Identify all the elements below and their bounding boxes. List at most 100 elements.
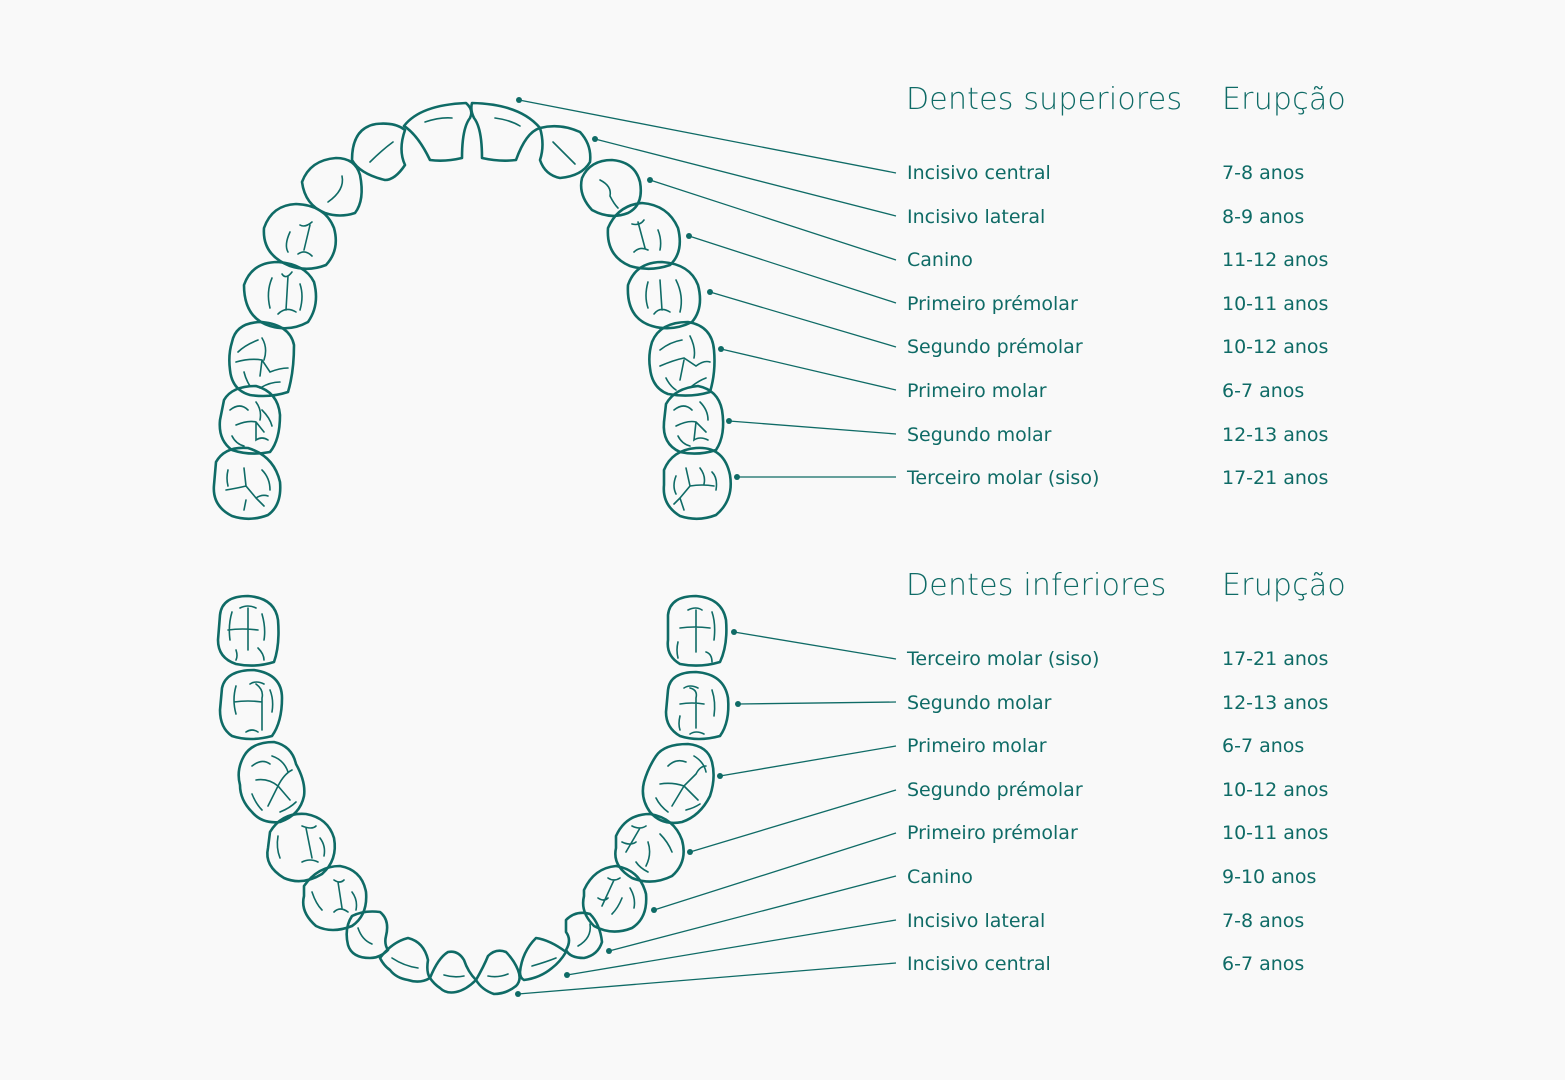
upper-leader-line bbox=[594, 138, 897, 217]
lower-right-central-incisor-icon bbox=[428, 950, 478, 994]
lower-tooth-eruption: 6-7 anos bbox=[1222, 953, 1305, 976]
upper-leader-dot bbox=[647, 177, 653, 183]
lower-tooth-name: Segundo prémolar bbox=[907, 778, 1083, 801]
lower-right-second-premolar-icon bbox=[266, 812, 337, 883]
lower-leader-line bbox=[689, 789, 897, 853]
lower-tooth-eruption: 17-21 anos bbox=[1222, 648, 1329, 670]
upper-right-first-molar-icon bbox=[228, 320, 296, 398]
upper-leader-line bbox=[688, 235, 897, 304]
lower-left-first-premolar-icon bbox=[581, 864, 648, 933]
upper-tooth-name: Segundo molar bbox=[907, 423, 1052, 446]
upper-tooth-name: Incisivo central bbox=[907, 162, 1051, 184]
lower-right-first-premolar-icon bbox=[301, 864, 368, 932]
lower-arch bbox=[216, 594, 730, 996]
upper-leader-dot bbox=[516, 97, 522, 103]
upper-right-second-premolar-icon bbox=[242, 260, 318, 330]
upper-right-central-incisor-icon bbox=[402, 101, 473, 162]
upper-leader-line bbox=[518, 99, 897, 174]
lower-leader-dot bbox=[717, 773, 723, 779]
upper-left-third-molar-icon bbox=[662, 446, 732, 521]
upper-right-lateral-incisor-icon bbox=[350, 122, 407, 182]
upper-arch bbox=[212, 101, 732, 521]
lower-left-canine-icon bbox=[564, 911, 604, 960]
lower-tooth-name: Incisivo lateral bbox=[907, 909, 1046, 932]
upper-tooth-eruption: 10-11 anos bbox=[1222, 292, 1329, 315]
lower-leader-line bbox=[719, 745, 897, 777]
lower-eruption-header: Erupção bbox=[1222, 568, 1346, 603]
lower-left-second-premolar-icon bbox=[614, 812, 685, 883]
upper-tooth-name: Primeiro prémolar bbox=[907, 292, 1078, 315]
lower-tooth-name: Primeiro molar bbox=[907, 735, 1047, 758]
upper-leader-dot bbox=[707, 289, 713, 295]
lower-leader-dot bbox=[651, 907, 657, 913]
upper-left-second-premolar-icon bbox=[626, 260, 702, 330]
lower-left-lateral-incisor-icon bbox=[518, 936, 568, 982]
upper-tooth-eruption: 17-21 anos bbox=[1222, 467, 1329, 490]
upper-leader-line bbox=[720, 348, 897, 391]
lower-tooth-eruption: 7-8 anos bbox=[1222, 909, 1305, 932]
upper-leader-line bbox=[709, 291, 897, 348]
lower-tooth-eruption: 10-11 anos bbox=[1222, 822, 1329, 845]
lower-tooth-name: Incisivo central bbox=[907, 953, 1051, 976]
lower-leader-line bbox=[653, 832, 897, 911]
leader-lines bbox=[515, 97, 897, 997]
upper-tooth-eruption: 6-7 anos bbox=[1222, 380, 1305, 402]
lower-leader-line bbox=[737, 701, 897, 705]
lower-right-second-molar-icon bbox=[218, 668, 284, 741]
upper-leader-line bbox=[728, 420, 897, 435]
upper-tooth-eruption: 8-9 anos bbox=[1222, 205, 1305, 228]
upper-left-first-premolar-icon bbox=[606, 201, 682, 271]
lower-tooth-name: Segundo molar bbox=[907, 691, 1052, 714]
lower-leader-dot bbox=[606, 948, 612, 954]
lower-leader-line bbox=[566, 919, 897, 976]
lower-left-central-incisor-icon bbox=[474, 949, 521, 996]
upper-leader-dot bbox=[734, 474, 740, 480]
upper-leader-line bbox=[649, 179, 897, 261]
lower-leader-dot bbox=[731, 629, 737, 635]
upper-tooth-name: Incisivo lateral bbox=[907, 205, 1046, 228]
lower-leader-dot bbox=[687, 849, 693, 855]
upper-left-canine-icon bbox=[579, 158, 643, 218]
lower-left-first-molar-icon bbox=[641, 742, 715, 825]
lower-right-third-molar-icon bbox=[216, 594, 280, 667]
upper-title: Dentes superiores bbox=[906, 82, 1183, 117]
upper-tooth-name: Terceiro molar (siso) bbox=[907, 467, 1100, 490]
lower-leader-line bbox=[608, 875, 897, 952]
upper-leader-dot bbox=[686, 233, 692, 239]
upper-tooth-eruption: 12-13 anos bbox=[1222, 423, 1329, 446]
lower-right-canine-icon bbox=[345, 910, 390, 960]
upper-tooth-name: Canino bbox=[907, 249, 973, 272]
upper-tooth-eruption: 7-8 anos bbox=[1222, 162, 1305, 184]
lower-tooth-name: Canino bbox=[907, 866, 973, 888]
lower-leader-line bbox=[733, 631, 897, 660]
lower-tooth-eruption: 12-13 anos bbox=[1222, 691, 1329, 714]
lower-tooth-name: Primeiro prémolar bbox=[907, 822, 1078, 845]
lower-left-third-molar-icon bbox=[666, 594, 728, 667]
lower-leader-dot bbox=[515, 991, 521, 997]
upper-left-central-incisor-icon bbox=[470, 101, 542, 162]
lower-tooth-eruption: 9-10 anos bbox=[1222, 866, 1317, 888]
lower-leader-line bbox=[517, 962, 897, 995]
upper-leader-dot bbox=[592, 136, 598, 142]
lower-leader-dot bbox=[735, 701, 741, 707]
upper-tooth-name: Segundo prémolar bbox=[907, 336, 1083, 359]
upper-tooth-eruption: 10-12 anos bbox=[1222, 336, 1329, 359]
upper-left-lateral-incisor-icon bbox=[538, 124, 592, 180]
lower-right-first-molar-icon bbox=[237, 740, 306, 824]
upper-left-second-molar-icon bbox=[662, 384, 725, 455]
upper-leader-dot bbox=[726, 418, 732, 424]
upper-eruption-header: Erupção bbox=[1222, 82, 1346, 117]
upper-right-second-molar-icon bbox=[218, 384, 282, 455]
lower-left-second-molar-icon bbox=[664, 670, 730, 741]
lower-tooth-eruption: 10-12 anos bbox=[1222, 778, 1329, 801]
lower-right-lateral-incisor-icon bbox=[378, 936, 432, 983]
upper-tooth-eruption: 11-12 anos bbox=[1222, 249, 1329, 272]
upper-tooth-name: Primeiro molar bbox=[907, 380, 1047, 402]
upper-right-first-premolar-icon bbox=[262, 202, 338, 271]
upper-right-third-molar-icon bbox=[212, 446, 282, 521]
lower-title: Dentes inferiores bbox=[906, 568, 1167, 603]
upper-leader-dot bbox=[718, 346, 724, 352]
lower-leader-dot bbox=[564, 972, 570, 978]
lower-tooth-eruption: 6-7 anos bbox=[1222, 735, 1305, 758]
